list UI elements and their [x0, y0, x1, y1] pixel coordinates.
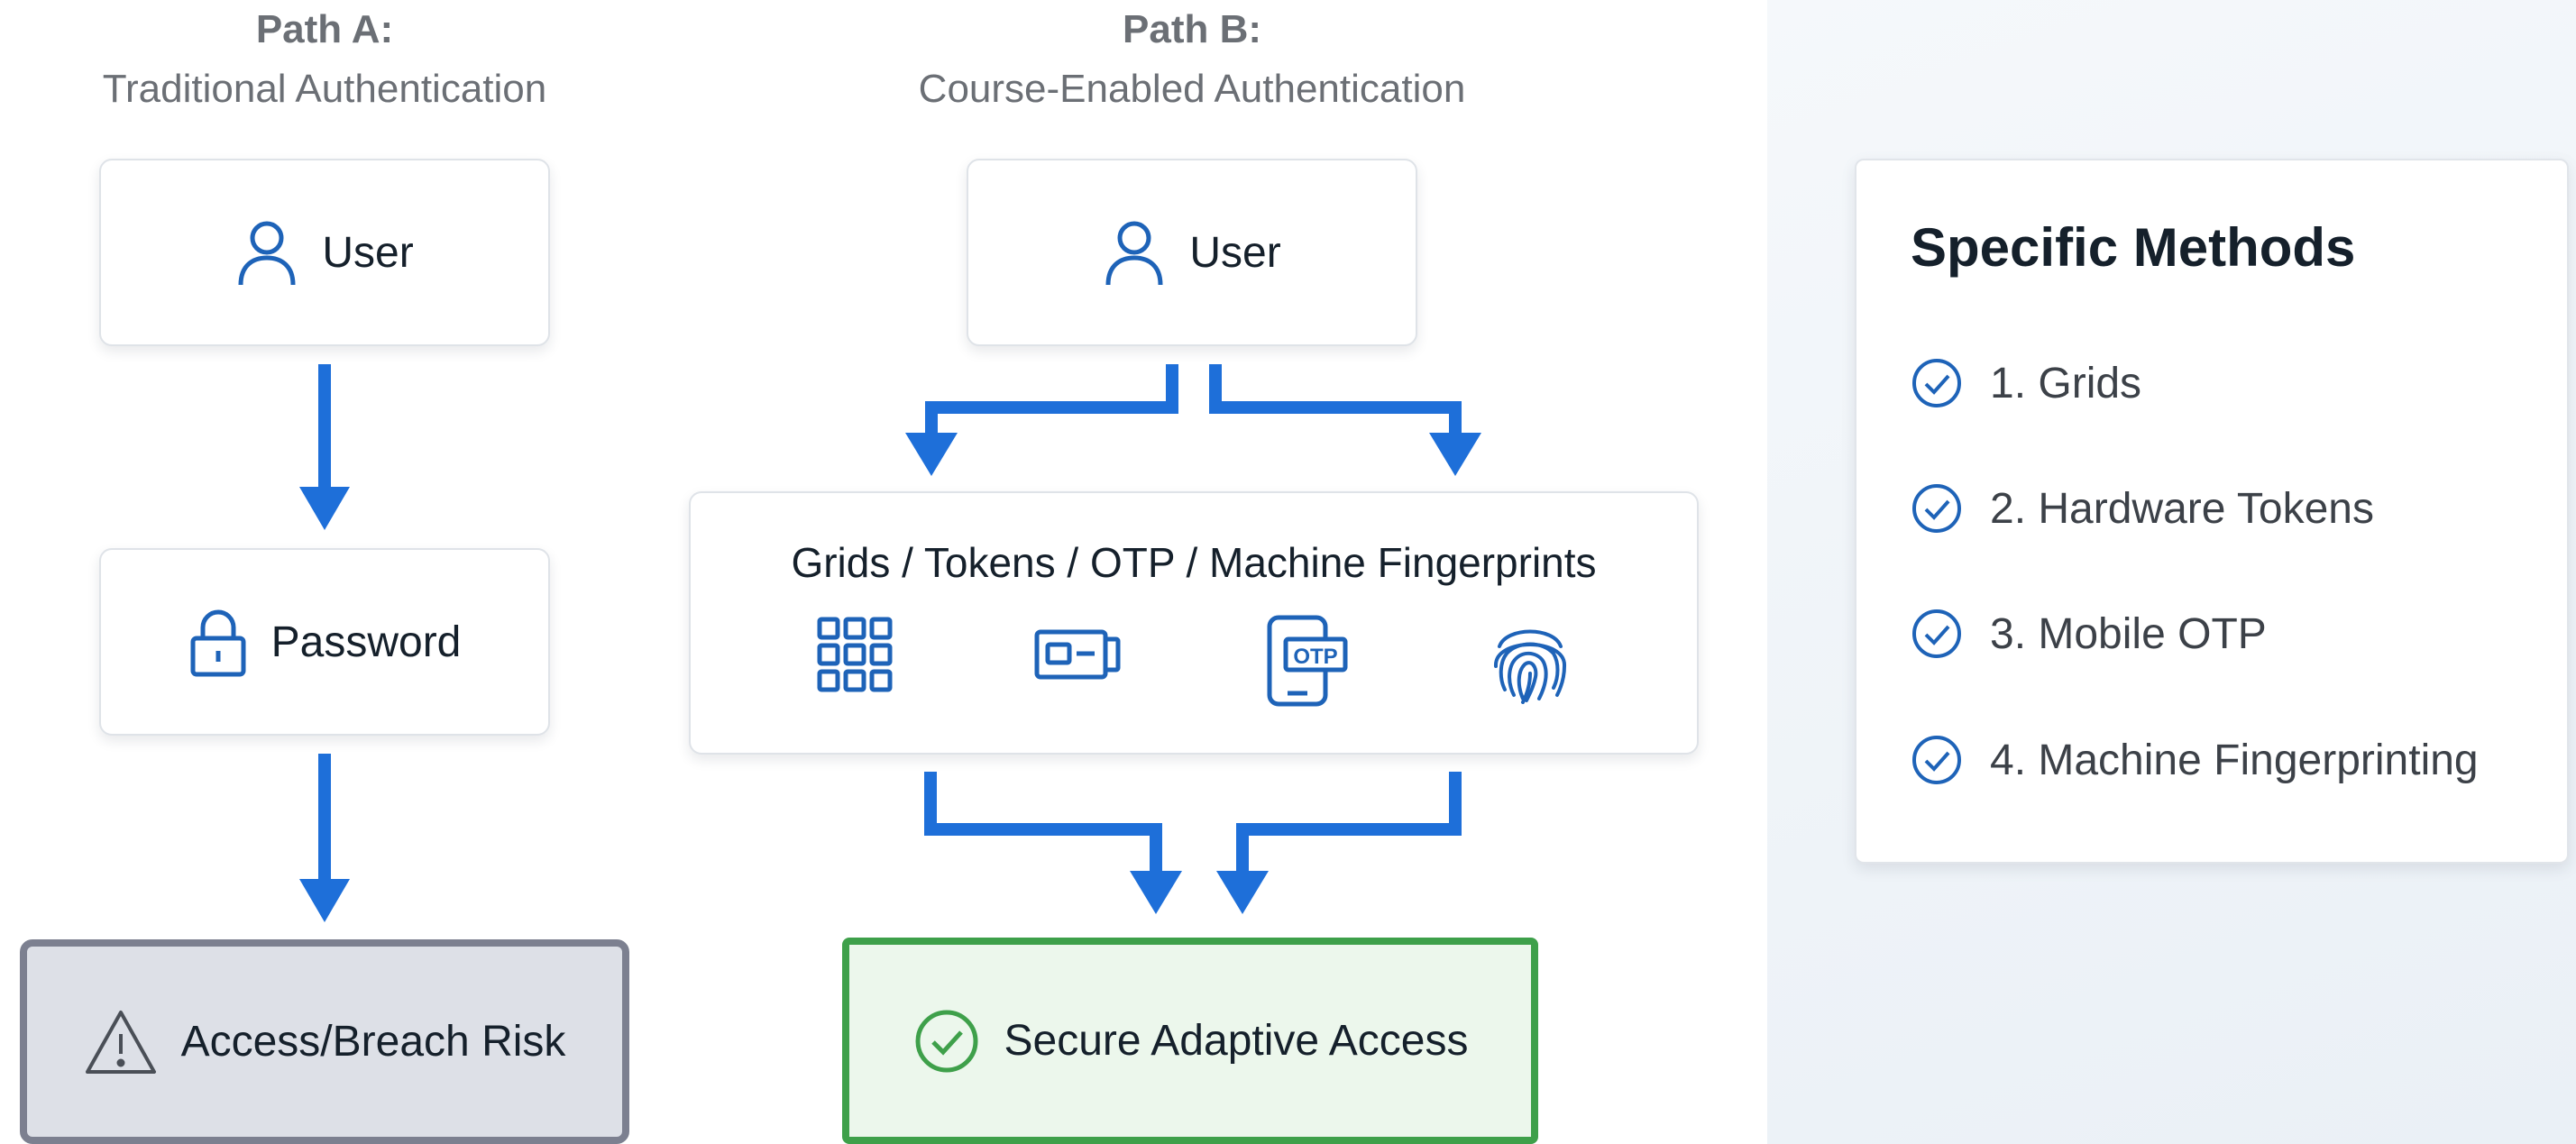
- auth-method-icons: OTP: [691, 614, 1697, 708]
- path-a-title: Path A:: [255, 7, 394, 51]
- secure-access-node: Secure Adaptive Access: [842, 938, 1538, 1144]
- breach-risk-node: Access/Breach Risk: [20, 939, 629, 1144]
- path-b-title: Path B:: [1123, 7, 1261, 51]
- mobile-otp-icon: OTP: [1262, 614, 1349, 708]
- check-circle-icon: [1911, 482, 1963, 535]
- check-circle-icon: [1911, 357, 1963, 409]
- arrow-user-to-methods-left: [925, 364, 1178, 435]
- user-icon: [235, 218, 298, 287]
- method-item-label: 1. Grids: [1990, 359, 2142, 407]
- user-icon: [1103, 218, 1166, 287]
- password-node: Password: [99, 548, 550, 736]
- arrow-methods-to-secure-left: [924, 772, 1162, 873]
- method-item: 1. Grids: [1911, 357, 2141, 409]
- otp-icon-text: OTP: [1293, 645, 1337, 669]
- method-item-label: 2. Hardware Tokens: [1990, 484, 2374, 533]
- method-item-label: 4. Machine Fingerprinting: [1990, 736, 2479, 784]
- arrow-user-to-methods-right: [1209, 364, 1462, 435]
- check-circle-icon: [1911, 608, 1963, 660]
- user-label: User: [322, 228, 414, 277]
- check-circle-icon: [912, 1007, 981, 1075]
- password-label: Password: [270, 618, 462, 666]
- auth-methods-label: Grids / Tokens / OTP / Machine Fingerpri…: [791, 539, 1597, 586]
- path-a-user-node: User: [99, 159, 550, 346]
- specific-methods-title: Specific Methods: [1911, 217, 2356, 278]
- lock-icon: [188, 606, 248, 678]
- warning-icon: [84, 1009, 158, 1075]
- breach-risk-label: Access/Breach Risk: [180, 1018, 566, 1066]
- path-b-user-node: User: [967, 159, 1417, 346]
- secure-access-label: Secure Adaptive Access: [1004, 1017, 1469, 1065]
- specific-methods-card: Specific Methods 1. Grids 2. Hardware To…: [1855, 159, 2569, 864]
- method-item: 4. Machine Fingerprinting: [1911, 734, 2479, 786]
- hardware-token-icon: [1033, 614, 1123, 708]
- path-a-subtitle: Traditional Authentication: [102, 67, 547, 111]
- auth-methods-node: Grids / Tokens / OTP / Machine Fingerpri…: [689, 491, 1699, 755]
- method-item: 2. Hardware Tokens: [1911, 482, 2374, 535]
- method-item-label: 3. Mobile OTP: [1990, 609, 2267, 658]
- method-item: 3. Mobile OTP: [1911, 608, 2267, 660]
- path-b-subtitle: Course-Enabled Authentication: [918, 67, 1466, 111]
- grid-icon: [814, 614, 895, 708]
- user-label: User: [1189, 228, 1281, 277]
- fingerprint-icon: [1487, 614, 1573, 708]
- arrow-methods-to-secure-right: [1236, 772, 1462, 873]
- check-circle-icon: [1911, 734, 1963, 786]
